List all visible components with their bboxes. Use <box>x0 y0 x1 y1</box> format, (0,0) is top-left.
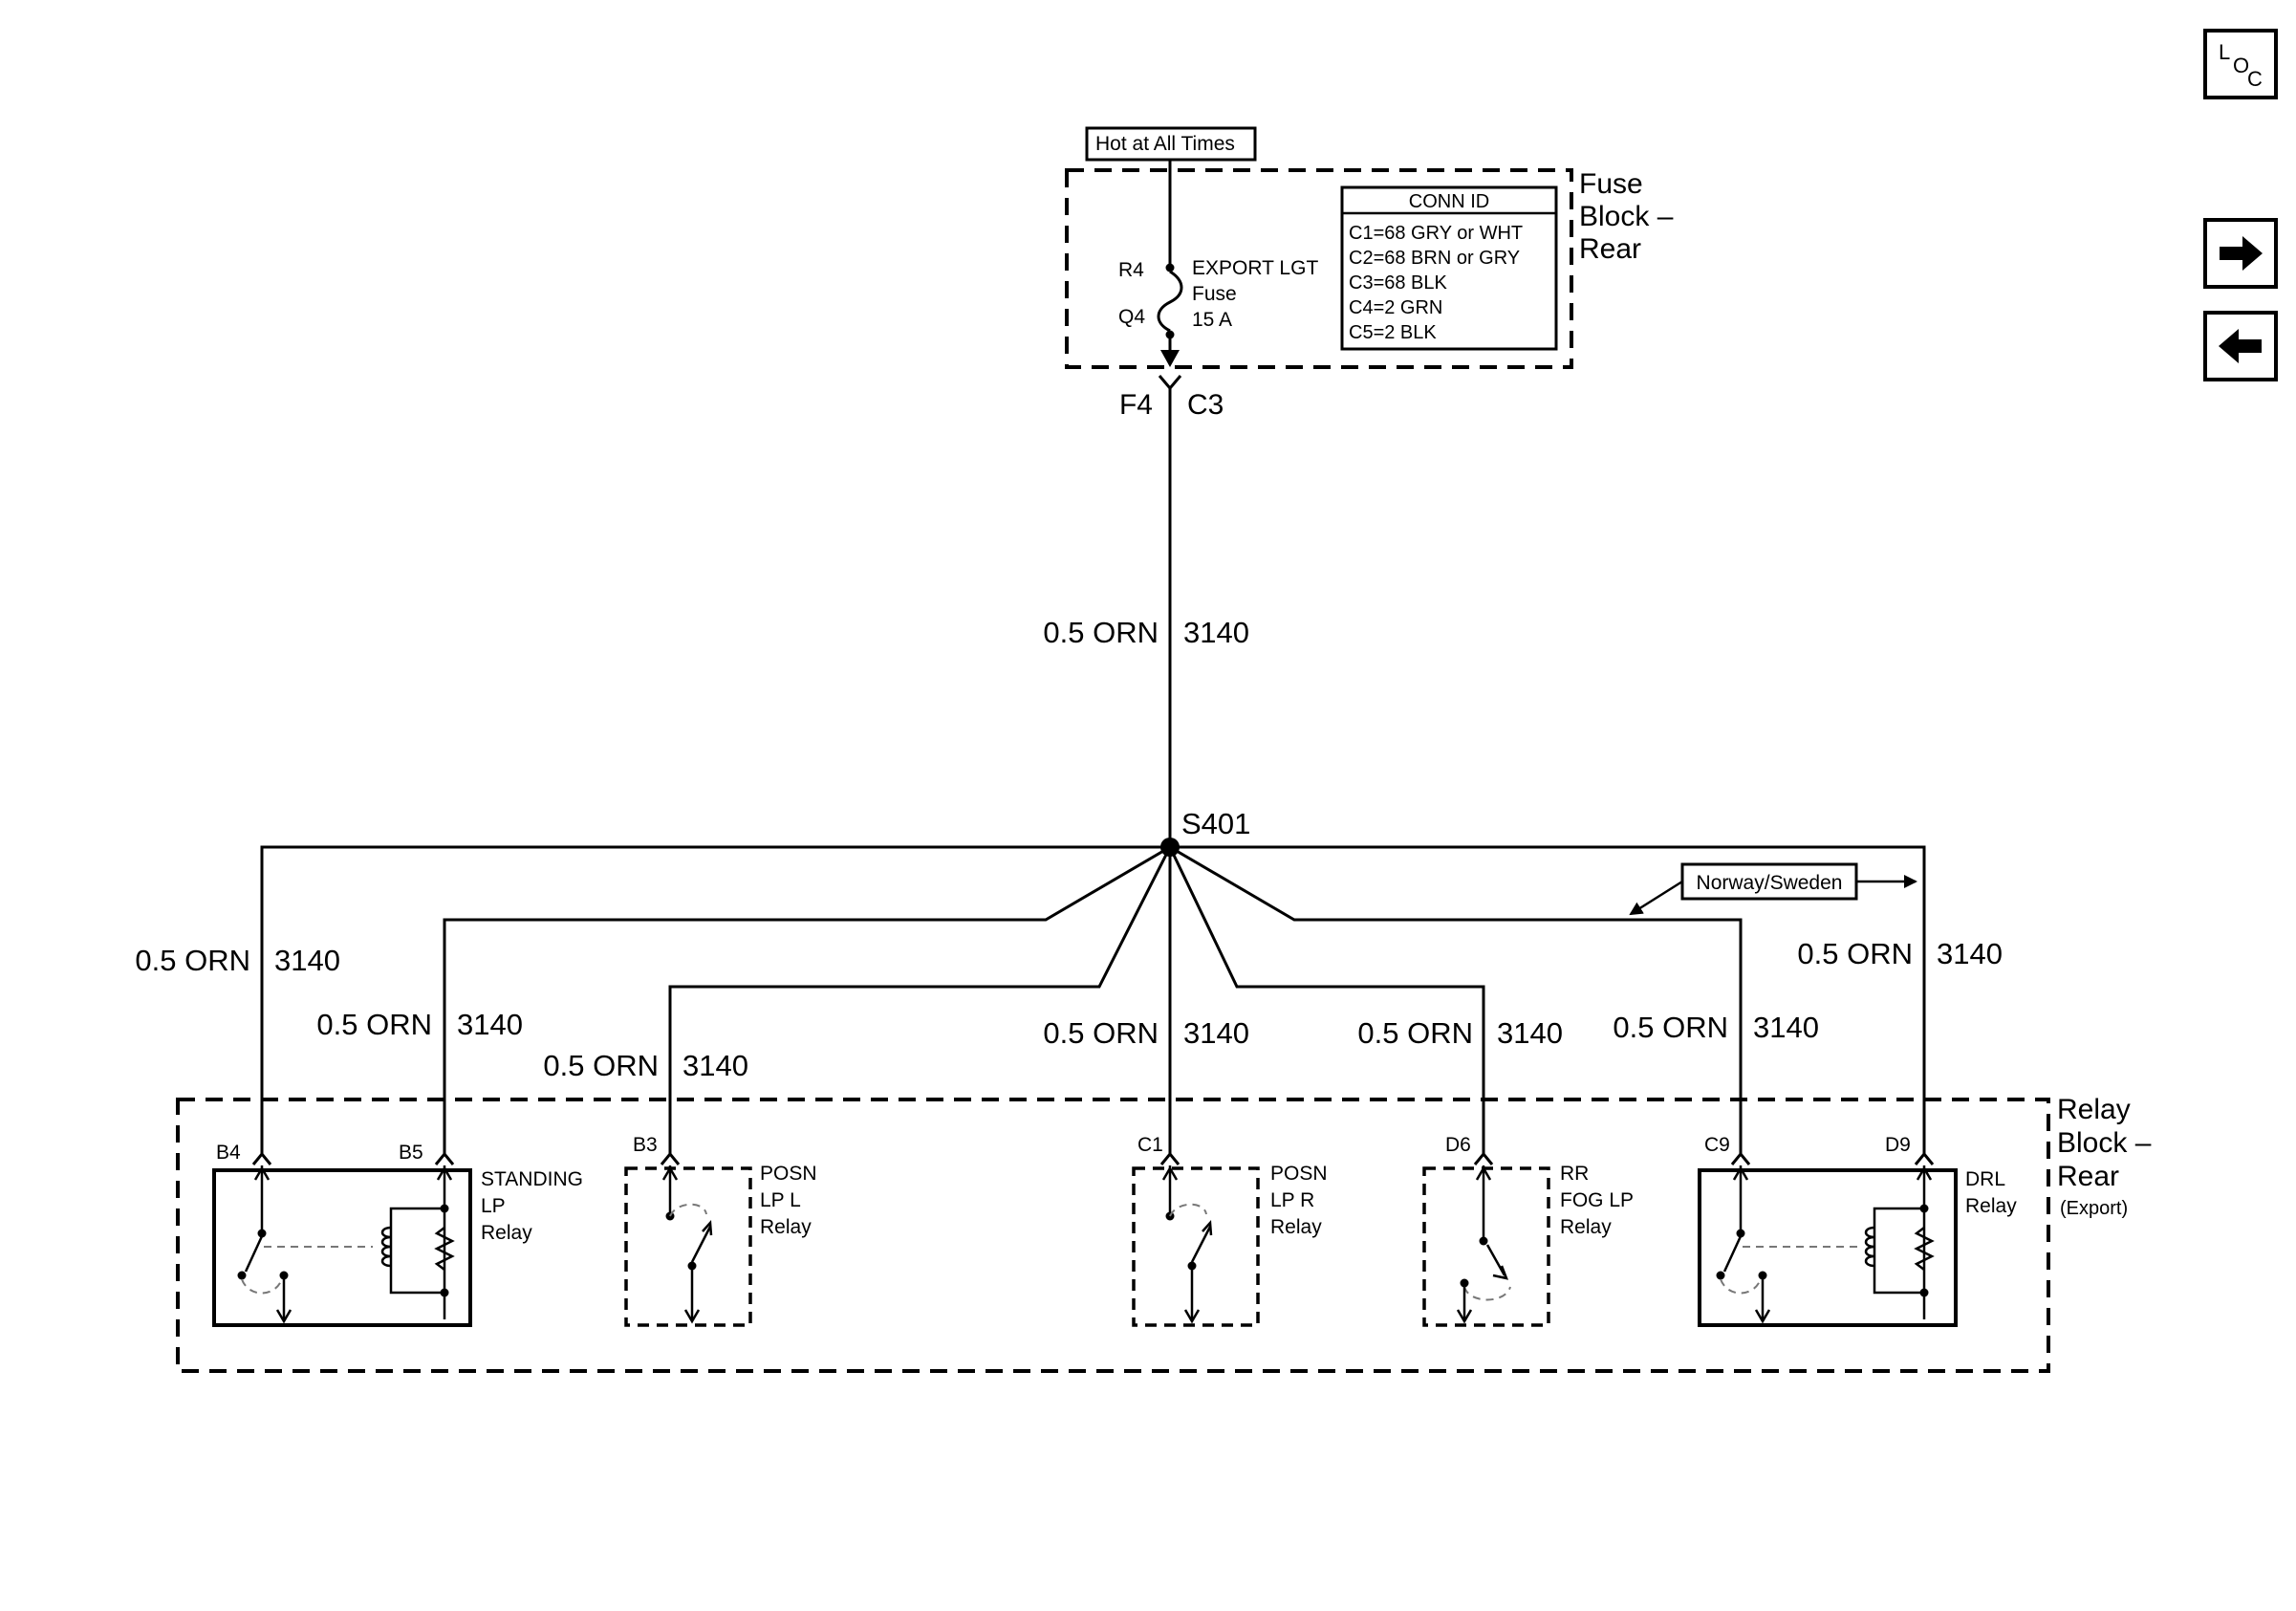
pin-label-c1: C1 <box>1137 1134 1163 1156</box>
fuse-symbol-icon <box>1157 270 1183 333</box>
arrow-right-icon <box>2220 236 2263 271</box>
wire-gauge-b5: 0.5 ORN <box>316 1008 432 1041</box>
fuse-block-title-2: Block – <box>1579 201 1674 232</box>
coil-icon <box>380 1226 392 1268</box>
option-label: Norway/Sweden <box>1697 872 1843 894</box>
fuse-pin-top: R4 <box>1118 259 1144 281</box>
relay-label-line: Relay <box>481 1222 532 1244</box>
relay-block-title-2: Block – <box>2057 1127 2152 1159</box>
pin-label-d6: D6 <box>1445 1134 1471 1156</box>
relay-block-title-3: Rear <box>2057 1161 2119 1192</box>
circuit-number-d9: 3140 <box>1937 937 2003 970</box>
fuse-label-type: Fuse <box>1192 283 1237 305</box>
wire-gauge-b3: 0.5 ORN <box>543 1049 659 1082</box>
connector-d6-icon <box>1473 1151 1494 1165</box>
resistor-icon <box>434 1227 455 1271</box>
posn-lp-l-relay: POSN LP L Relay <box>624 1163 817 1327</box>
conn-id-row: C3=68 BLK <box>1349 272 1448 294</box>
circuit-number-main: 3140 <box>1183 616 1249 649</box>
fuse-label-name: EXPORT LGT <box>1192 257 1318 279</box>
connector-c9-icon <box>1730 1151 1751 1165</box>
next-page-button[interactable] <box>2203 218 2278 289</box>
relay-label-line: POSN <box>1270 1163 1328 1185</box>
circuit-number-b5: 3140 <box>457 1008 523 1041</box>
wire-gauge-c9: 0.5 ORN <box>1613 1011 1728 1044</box>
loc-letter-o: O <box>2233 54 2249 77</box>
relay-label-line: FOG LP <box>1560 1189 1634 1211</box>
pin-label-b5: B5 <box>399 1142 423 1164</box>
loc-button[interactable]: L O C <box>2203 29 2278 99</box>
drl-relay: DRL Relay <box>1698 1165 2017 1327</box>
wire-gauge-d9: 0.5 ORN <box>1797 937 1913 970</box>
posn-lp-r-relay: POSN LP R Relay <box>1132 1163 1328 1327</box>
output-pin-label: F4 <box>1119 389 1153 421</box>
conn-id-header: CONN ID <box>1409 191 1489 212</box>
relay-label-line: POSN <box>760 1163 817 1185</box>
relay-label-line: Relay <box>1560 1216 1612 1238</box>
circuit-number-b4: 3140 <box>274 944 340 977</box>
relay-block-subtitle: (Export) <box>2060 1198 2128 1219</box>
relay-label-line: LP <box>481 1195 506 1217</box>
resistor-icon <box>1914 1227 1935 1271</box>
connector-c1-icon <box>1159 1151 1180 1165</box>
fuse-pin-bottom: Q4 <box>1118 306 1145 328</box>
relay-label-line: STANDING <box>481 1168 583 1190</box>
relay-label-line: LP L <box>760 1189 801 1211</box>
circuit-number-b3: 3140 <box>682 1049 748 1082</box>
conn-id-row: C4=2 GRN <box>1349 297 1442 318</box>
relay-label-line: Relay <box>760 1216 812 1238</box>
fuse-block-title-3: Rear <box>1579 233 1641 265</box>
previous-page-button[interactable] <box>2203 311 2278 381</box>
fuse-block-title-1: Fuse <box>1579 168 1643 200</box>
output-connector-label: C3 <box>1187 389 1224 421</box>
relay-label-line: DRL <box>1965 1168 2005 1190</box>
relay-label-line: Relay <box>1965 1195 2017 1217</box>
pin-label-d9: D9 <box>1885 1134 1911 1156</box>
loc-letter-l: L <box>2219 40 2230 64</box>
relay-block-rear: Relay Block – Rear (Export) B4 B5 B3 C1 … <box>176 1094 2152 1373</box>
loc-letter-c: C <box>2247 67 2263 91</box>
connector-b4-icon <box>251 1151 272 1165</box>
splice-label: S401 <box>1181 807 1250 840</box>
relay-label-line: LP R <box>1270 1189 1314 1211</box>
wire-gauge-c1: 0.5 ORN <box>1043 1016 1159 1050</box>
pin-label-b3: B3 <box>633 1134 658 1156</box>
fuse-block-rear: Hot at All Times Fuse Block – Rear R4 Q4… <box>1065 126 1674 421</box>
conn-id-row: C1=68 GRY or WHT <box>1349 223 1523 244</box>
arrow-left-icon <box>2219 329 2262 363</box>
circuit-number-c9: 3140 <box>1753 1011 1819 1044</box>
conn-id-row: C5=2 BLK <box>1349 322 1437 343</box>
pin-label-b4: B4 <box>216 1142 241 1164</box>
wire-gauge-main: 0.5 ORN <box>1043 616 1159 649</box>
coil-icon <box>1864 1226 1875 1268</box>
relay-block-outline <box>176 1098 2050 1373</box>
fuse-block-outline <box>1065 168 1573 369</box>
norway-sweden-option: Norway/Sweden <box>1629 862 1917 916</box>
conn-id-row: C2=68 BRN or GRY <box>1349 248 1520 269</box>
pin-label-c9: C9 <box>1704 1134 1730 1156</box>
hot-at-all-times-label: Hot at All Times <box>1095 133 1235 155</box>
conn-id-table: CONN ID C1=68 GRY or WHT C2=68 BRN or GR… <box>1340 185 1558 351</box>
circuit-number-d6: 3140 <box>1497 1016 1563 1050</box>
wire-gauge-b4: 0.5 ORN <box>135 944 250 977</box>
connector-d9-icon <box>1914 1151 1935 1165</box>
relay-label-line: Relay <box>1270 1216 1322 1238</box>
fuse-label-rating: 15 A <box>1192 309 1232 331</box>
relay-block-title-1: Relay <box>2057 1094 2131 1125</box>
connector-b3-icon <box>660 1151 681 1165</box>
wire-gauge-d6: 0.5 ORN <box>1357 1016 1473 1050</box>
standing-lp-relay: STANDING LP Relay <box>212 1165 583 1327</box>
relay-label-line: RR <box>1560 1163 1589 1185</box>
connector-b5-icon <box>434 1151 455 1165</box>
connector-c3-icon <box>1158 375 1182 391</box>
rr-fog-lp-relay: RR FOG LP Relay <box>1422 1163 1634 1327</box>
circuit-number-c1: 3140 <box>1183 1016 1249 1050</box>
hot-at-all-times-box <box>1085 126 1257 162</box>
